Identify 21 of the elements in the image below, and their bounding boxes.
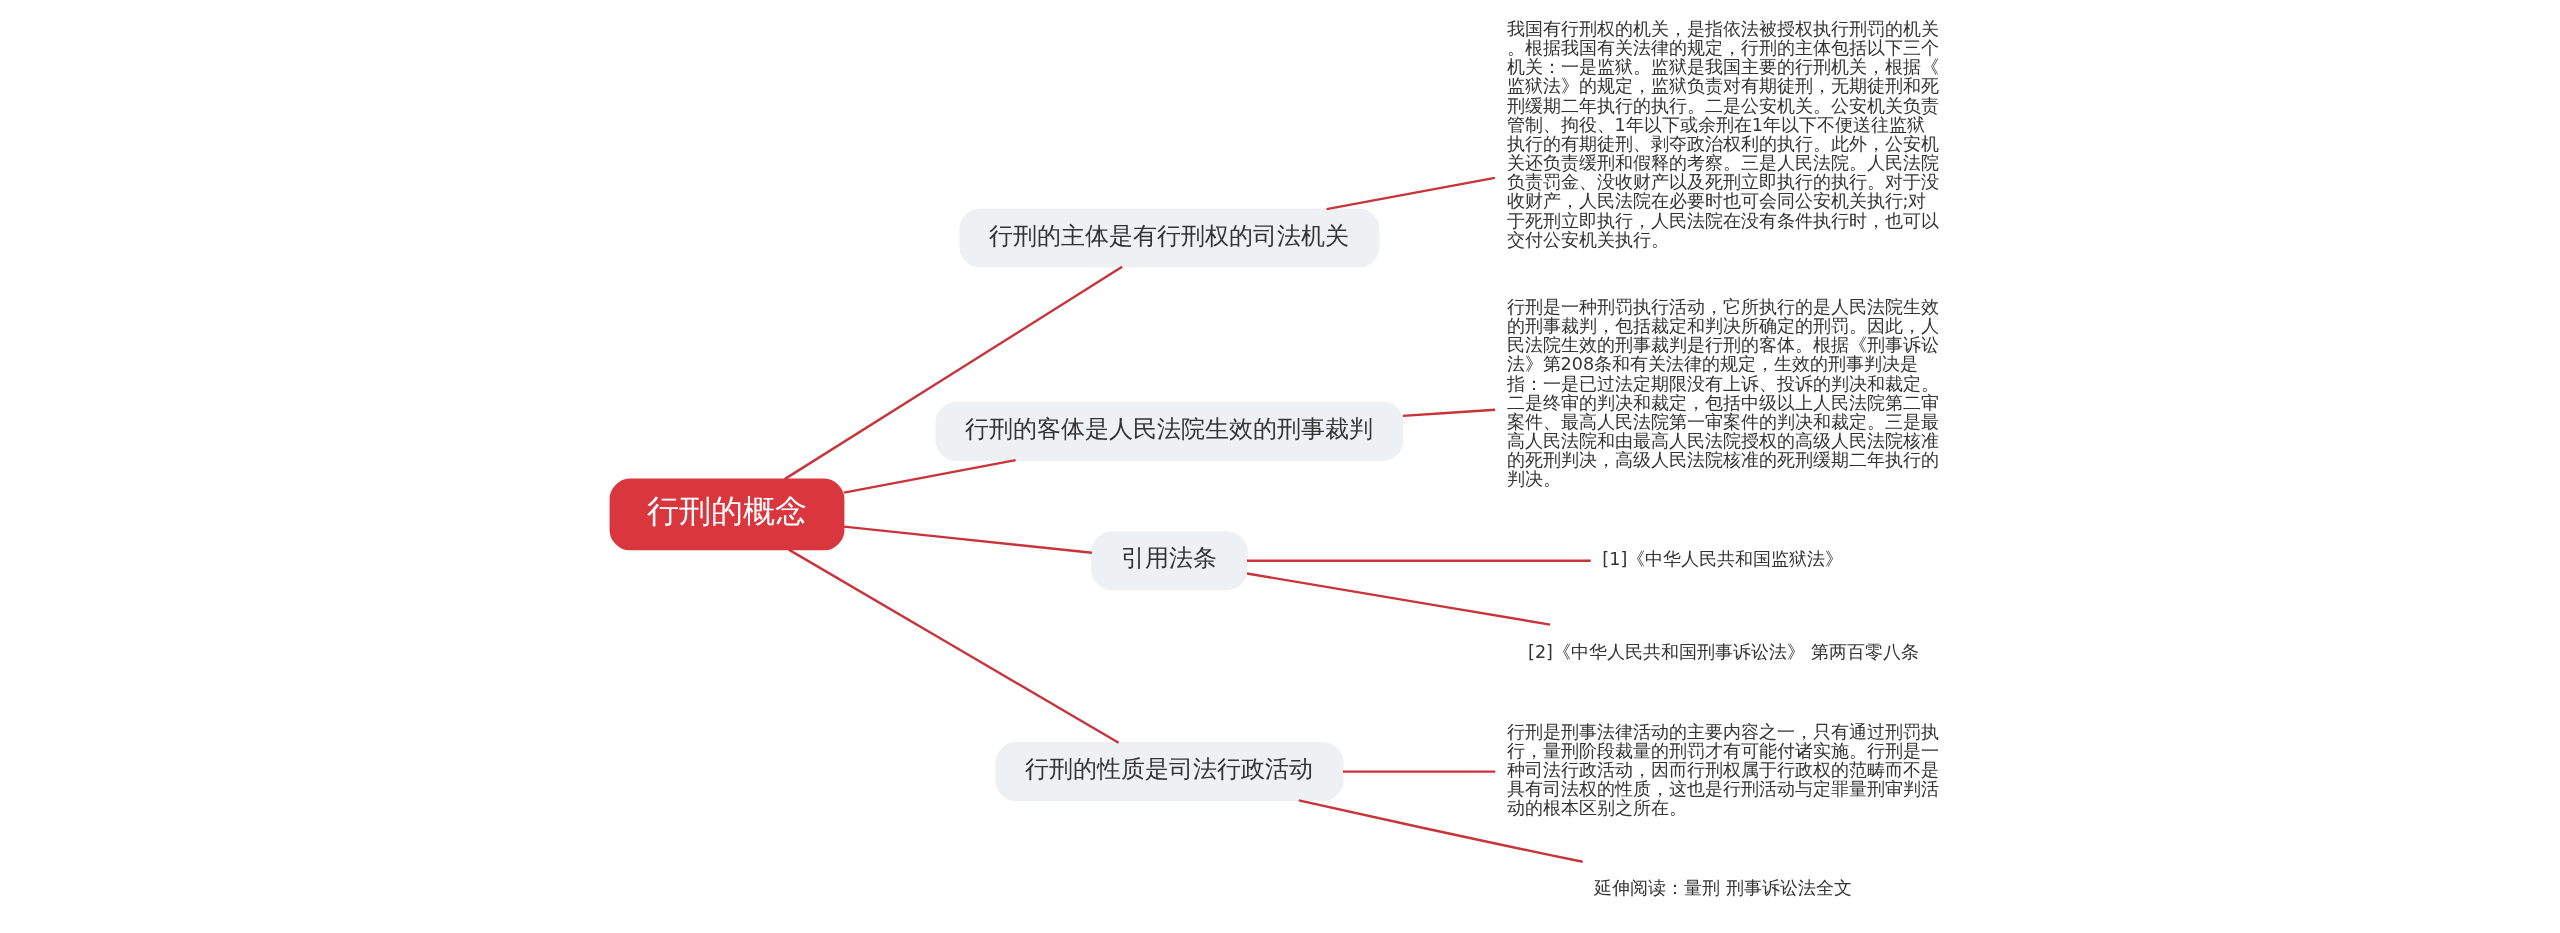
node-box: 行刑的概念: [609, 478, 844, 551]
connector: [1342, 770, 1495, 773]
node-box: 引用法条: [1090, 531, 1248, 591]
node-box: 行刑的主体是有行刑权的司法机关: [958, 208, 1380, 268]
node-text: 我国有行刑权的机关，是指依法被授权执行刑罚的机关。根据我国有关法律的规定，行刑的主体包括以下三个机关：一是监狱。监狱是我国主要的行刑机关，根据《监狱法》的规定，监狱负责对有期徒刑，无期徒刑和死刑缓期二年执行的执行。二是公安机关。公安机关负责管制、拘役、1年以下或余刑在1年以下不便送往监狱执行的有期徒刑、剥夺政治权利的执行。此外，公安机关还负责缓刑和假释的考察。三是人民法院。人民法院负责罚金、没收财产以及死刑立即执行的执行。对于没收财产，人民法院在必要时也可会同公安机关执行;对于死刑立即执行，人民法院在没有条件执行时，也可以交付公安机关执行。: [1506, 18, 1939, 250]
connector: [843, 525, 1092, 554]
node-text: 行刑是刑事法律活动的主要内容之一，只有通过刑罚执行，量刑阶段裁量的刑罚才有可能付诸实施。行刑是一种司法行政活动，因而行刑权属于行政权的范畴而不是具有司法权的性质，这也是行刑活动与定罪量刑审判活动的根本区别之所在。: [1506, 721, 1939, 819]
node-text: [1]《中华人民共和国监狱法》: [1601, 549, 1843, 570]
connector: [843, 458, 1016, 494]
node-text: 行刑是一种刑罚执行活动，它所执行的是人民法院生效的刑事裁判，包括裁定和判决所确定的刑罚。因此，人民法院生效的刑事裁判是行刑的客体。根据《刑事诉讼法》第208条和有关法律的规定，生效的刑事判决是指：一是已过法定期限没有上诉、投诉的判决和裁定。二是终审的判决和裁定，包括中级以上人民法院第二审案件、最高人民法院第一审案件的判决和裁定。三是最高人民法院和由最高人民法院授权的高级人民法院核准的死刑判决，高级人民法院核准的死刑缓期二年执行的判决。: [1506, 296, 1939, 490]
connector: [1325, 176, 1495, 211]
node-text: 延伸阅读：量刑 刑事诉讼法全文: [1593, 878, 1852, 899]
connector: [1246, 559, 1591, 562]
connector: [1298, 799, 1583, 863]
connector: [1402, 408, 1495, 418]
connector: [783, 265, 1123, 481]
node-text: [2]《中华人民共和国刑事诉讼法》 第两百零八条: [1527, 641, 1919, 662]
node-box: 行刑的客体是人民法院生效的刑事裁判: [934, 401, 1403, 461]
connector: [1246, 572, 1550, 626]
connector: [787, 548, 1119, 744]
node-box: 行刑的性质是司法行政活动: [994, 742, 1344, 802]
